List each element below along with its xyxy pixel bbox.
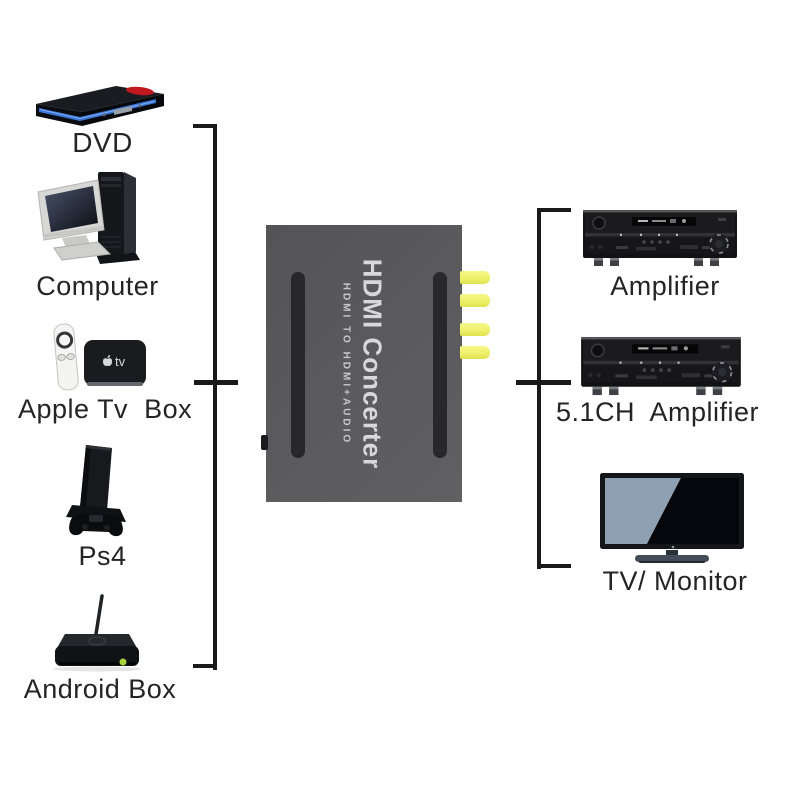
- left-bracket-top-tick: [193, 124, 217, 128]
- dvd-player-icon: [36, 86, 164, 126]
- rca-connector-3: [460, 323, 490, 336]
- vent-slot-right: [433, 272, 447, 458]
- device-label-amplifier: Amplifier: [610, 271, 720, 301]
- desktop-computer-icon: [37, 172, 140, 264]
- 51ch-amplifier-icon: [580, 336, 742, 396]
- rca-connector-1: [460, 271, 490, 284]
- device-label-51ch-amplifier: 5.1CH Amplifier: [555, 397, 760, 427]
- right-bracket-bottom-tick: [537, 564, 571, 568]
- tv-monitor-icon: [600, 473, 744, 563]
- hdmi-converter-body: HDMI Concerter HDMI TO HDMI+AUDIO: [261, 225, 490, 502]
- rca-connector-4: [460, 346, 490, 359]
- device-label-apple-tv-box: Apple Tv Box: [18, 394, 193, 424]
- left-bracket-line: [213, 125, 217, 670]
- amplifier-icon: [582, 209, 738, 267]
- right-bracket-middle-connector: [516, 380, 571, 385]
- right-bracket-top-tick: [537, 208, 571, 212]
- converter-title: HDMI Concerter: [357, 258, 388, 469]
- converter-text: HDMI Concerter HDMI TO HDMI+AUDIO: [341, 258, 388, 468]
- left-bracket-middle-connector: [194, 380, 238, 385]
- svg-text:tv: tv: [115, 354, 126, 369]
- converter-subtitle: HDMI TO HDMI+AUDIO: [340, 282, 352, 445]
- device-label-computer: Computer: [36, 271, 159, 301]
- left-bracket-bottom-tick: [193, 664, 217, 668]
- android-box-icon: [53, 594, 141, 672]
- power-switch-nub: [261, 435, 268, 450]
- apple-tv-box-icon: tv: [53, 323, 146, 391]
- device-label-dvd: DVD: [72, 127, 133, 158]
- right-bracket-line: [537, 209, 541, 569]
- device-label-android-box: Android Box: [23, 674, 177, 704]
- device-label-tv-monitor: TV/ Monitor: [602, 566, 748, 596]
- vent-slot-left: [291, 272, 305, 458]
- ps4-console-icon: [66, 445, 126, 537]
- rca-connector-2: [460, 294, 490, 307]
- device-label-ps4: Ps4: [78, 541, 127, 571]
